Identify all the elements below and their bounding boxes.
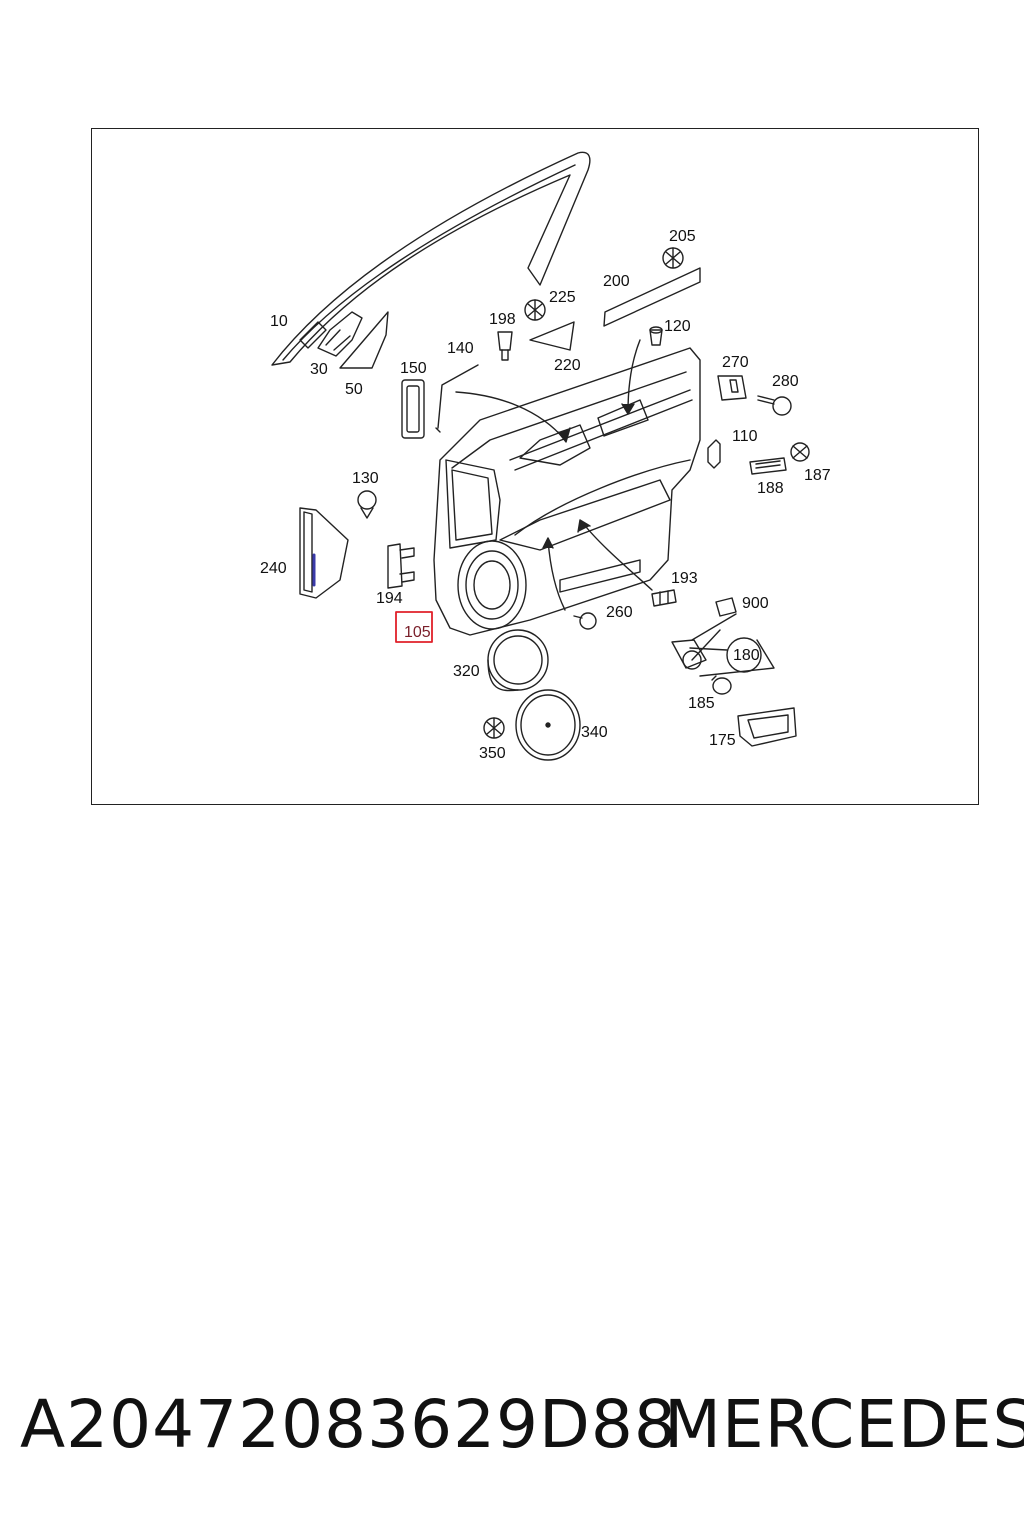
callout-30: 30 (310, 361, 328, 378)
callout-225: 225 (549, 289, 576, 306)
part-star-clip-225 (524, 299, 546, 321)
callout-198: 198 (489, 311, 516, 328)
brand-name: MERCEDES (664, 1386, 1024, 1463)
callout-900: 900 (742, 595, 769, 612)
part-star-clip-187 (790, 442, 810, 462)
footer: A20472083629D88 MERCEDES (0, 1380, 1024, 1470)
callout-187: 187 (804, 467, 831, 484)
callout-270: 270 (722, 354, 749, 371)
callout-140: 140 (447, 340, 474, 357)
part-switch-270 (717, 375, 747, 401)
callout-260: 260 (606, 604, 633, 621)
exploded-parts-diagram: 10 30 50 150 140 198 225 220 200 205 120 270 280 110 1… (260, 151, 831, 762)
callout-180: 180 (733, 647, 760, 664)
part-door-panel (433, 347, 701, 636)
callout-240: 240 (260, 560, 287, 577)
callout-175: 175 (709, 732, 736, 749)
part-window-frame-trim (271, 151, 591, 366)
callout-280: 280 (772, 373, 799, 390)
part-clip-198 (497, 331, 513, 361)
callout-205: 205 (669, 228, 696, 245)
part-lamp-socket (671, 639, 707, 670)
callout-150: 150 (400, 360, 427, 377)
part-bracket-194 (387, 543, 415, 589)
highlight-box-105 (395, 611, 433, 643)
callout-130: 130 (352, 470, 379, 487)
part-rod (435, 364, 479, 433)
part-side-cover-240 (299, 507, 349, 599)
callout-350: 350 (479, 745, 506, 762)
part-handle-insert (401, 379, 425, 439)
part-bracket-110 (707, 439, 721, 469)
part-light-175 (737, 707, 797, 747)
part-bulb-185 (711, 675, 732, 695)
part-mirror-bracket (299, 311, 363, 357)
part-vent-188 (749, 457, 787, 475)
part-cover-220 (529, 321, 575, 351)
callout-340: 340 (581, 724, 608, 741)
callout-120: 120 (664, 318, 691, 335)
callout-194: 194 (376, 590, 403, 607)
callout-320: 320 (453, 663, 480, 680)
part-clip-130 (357, 490, 377, 519)
callout-200: 200 (603, 273, 630, 290)
part-speaker-ring-320 (487, 629, 549, 692)
callout-50: 50 (345, 381, 363, 398)
callout-193: 193 (671, 570, 698, 587)
callout-labels: 10 30 50 150 140 198 225 220 200 205 120 270 280 110 1… (260, 228, 831, 762)
part-clip-120 (649, 326, 663, 346)
callout-leader-900 (691, 613, 737, 661)
part-clip-193 (651, 589, 677, 607)
callout-188: 188 (757, 480, 784, 497)
part-lamp-180 (689, 637, 775, 677)
part-trim-strip-200 (603, 267, 701, 327)
part-screw-260 (573, 612, 597, 630)
part-screw-280 (757, 395, 792, 416)
diagram-frame (91, 128, 979, 805)
part-speaker-340 (515, 689, 581, 761)
callout-10: 10 (270, 313, 288, 330)
part-star-clip-350 (483, 717, 505, 739)
part-corner-trim (339, 311, 389, 369)
callout-110: 110 (732, 428, 758, 445)
assembly-arrows (455, 339, 653, 611)
part-number: A20472083629D88 (20, 1386, 677, 1463)
part-bulb-holder-900 (715, 597, 737, 617)
callout-185: 185 (688, 695, 715, 712)
callout-105: 105 (404, 624, 431, 641)
part-star-clip-205 (662, 247, 684, 269)
callout-220: 220 (554, 357, 581, 374)
